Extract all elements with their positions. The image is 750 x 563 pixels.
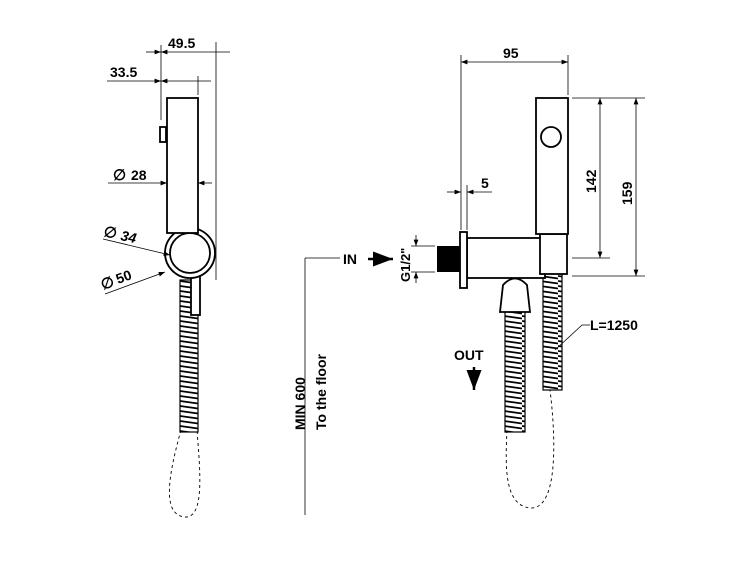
valve-body (466, 237, 546, 279)
hose-length-label: L=1250 (590, 317, 638, 333)
left-side-view: 49.5 33.5 ∅ 28 ∅ 34 ∅ 50 (99, 35, 230, 518)
diameter-symbol: ∅ (102, 223, 118, 242)
handshower-handle-left (166, 97, 199, 234)
hose-left (179, 279, 199, 433)
wall-flange (459, 231, 468, 289)
outlet-connector (498, 277, 532, 313)
dim-95: 95 (503, 45, 519, 61)
dim-5: 5 (481, 175, 489, 191)
outlet-hose (504, 304, 526, 433)
threaded-inlet (437, 246, 460, 272)
inlet-label: IN (343, 251, 357, 267)
handshower-hose (542, 272, 563, 391)
dim-159: 159 (619, 181, 635, 205)
dim-142: 142 (583, 169, 599, 193)
dim-diam-34: 34 (119, 227, 138, 246)
to-the-floor-label: To the floor (313, 354, 329, 430)
floor-dimension: MIN 600 To the floor (292, 257, 340, 515)
dim-diam-50: 50 (114, 266, 134, 286)
dim-49-5: 49.5 (168, 35, 195, 51)
handshower-button-front (540, 126, 562, 148)
min-600-label: MIN 600 (292, 377, 308, 430)
dim-33-5: 33.5 (110, 64, 137, 80)
handshower-handle-right (535, 97, 569, 235)
diameter-symbol: ∅ (99, 273, 117, 293)
thread-g1-2-label: G1/2" (398, 248, 413, 282)
outlet-label: OUT (454, 347, 484, 363)
dim-diam-28: 28 (131, 167, 147, 183)
holder-ring-inner (169, 232, 211, 274)
right-front-view: 95 5 142 159 G1/2" IN OUT L=1250 (343, 45, 645, 509)
diameter-symbol: ∅ (113, 167, 126, 184)
handshower-button (159, 126, 167, 143)
handle-collar (539, 233, 568, 275)
